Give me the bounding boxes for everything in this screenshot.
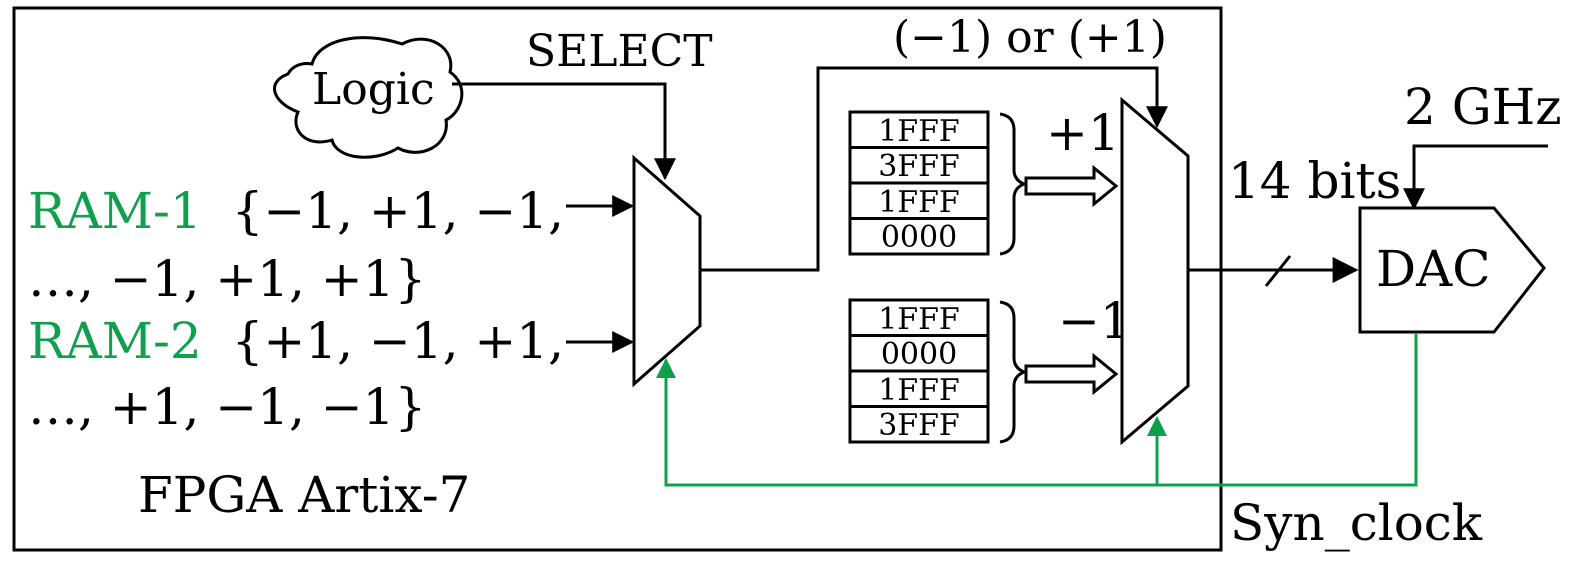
freq-label: 2 GHz	[1404, 78, 1562, 136]
lut-minus-word: 1FFF	[878, 373, 960, 408]
select-label: SELECT	[526, 26, 713, 77]
fpga-boundary	[12, 6, 1223, 552]
logic-label: Logic	[312, 64, 435, 115]
fpga-label: FPGA Artix-7	[138, 466, 470, 524]
plus-one-label: +1	[1046, 104, 1120, 162]
logic-cloud	[273, 36, 464, 159]
arrow-minus	[1024, 352, 1119, 396]
lut-plus-word: 1FFF	[878, 185, 960, 220]
mux-select-ram	[632, 154, 702, 388]
mux-select-lut	[1120, 96, 1190, 446]
ram2-line2: …, +1, −1, −1}	[28, 378, 426, 436]
bits-label: 14 bits	[1228, 152, 1401, 210]
lut-minus-word: 3FFF	[878, 408, 960, 443]
select-line	[452, 82, 676, 181]
brace-minus	[999, 300, 1029, 444]
lut-plus-word: 1FFF	[878, 114, 960, 149]
lut-minus-word: 1FFF	[878, 302, 960, 337]
dac-block	[1358, 206, 1546, 334]
ram2-name: RAM-2	[28, 312, 202, 370]
ram1-name: RAM-1	[28, 182, 202, 240]
clock-input-line	[1403, 144, 1548, 211]
mux1-output-line	[700, 66, 1168, 272]
ram1-line2: …, −1, +1, +1}	[28, 250, 426, 308]
lut-plus-word: 0000	[881, 220, 957, 255]
sync-clock-line	[656, 334, 1418, 487]
lut-plus-one: 1FFF 3FFF 1FFF 0000	[848, 110, 990, 256]
arrow-plus	[1024, 164, 1119, 208]
brace-plus	[999, 112, 1029, 256]
ram1-text: RAM-1 {−1, +1, −1,	[28, 182, 564, 240]
bus-slash	[1264, 255, 1292, 287]
lut-minus-word: 0000	[881, 337, 957, 372]
ram2-text: RAM-2 {+1, −1, +1,	[28, 312, 564, 370]
syn-clock-label: Syn_clock	[1230, 494, 1483, 552]
ram1-line1: {−1, +1, −1,	[232, 182, 564, 240]
lut-minus-one: 1FFF 0000 1FFF 3FFF	[848, 298, 990, 444]
minus-one-label: −1	[1058, 292, 1132, 350]
ram2-line1: {+1, −1, +1,	[232, 312, 564, 370]
sign-choice-label: (−1) or (+1)	[893, 12, 1167, 63]
lut-plus-word: 3FFF	[878, 149, 960, 184]
dac-label: DAC	[1376, 240, 1490, 298]
